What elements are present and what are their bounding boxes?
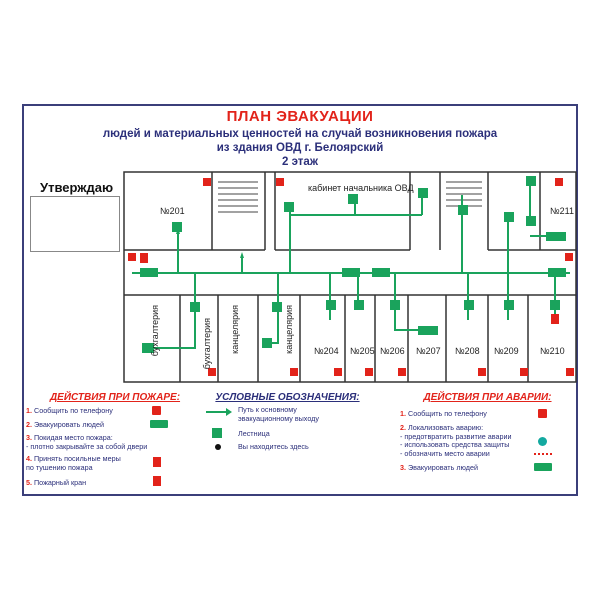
evacuation-routes <box>132 180 570 349</box>
fire-action-4: 4. Принять посильные меры по тушению пож… <box>26 454 121 472</box>
floor-label: 2 этаж <box>282 156 318 168</box>
fire-action-1: 1. Сообщить по телефону <box>26 406 113 415</box>
instructions-band <box>24 386 576 494</box>
plan-subtitle-1: людей и материальных ценностей на случай… <box>102 128 498 140</box>
hazard-mark-icon <box>534 453 552 457</box>
plan-subtitle-2: из здания ОВД г. Белоярский <box>216 142 384 154</box>
protection-icon <box>538 437 547 446</box>
accident-actions-heading: ДЕЙСТВИЯ ПРИ АВАРИИ: <box>423 392 552 403</box>
exit-sign-icon <box>150 420 168 428</box>
approve-label: Утверждаю <box>40 180 114 195</box>
room-205-label: №205 <box>350 346 375 356</box>
room-201-label: №201 <box>160 206 185 216</box>
room-206-label: №206 <box>380 346 405 356</box>
fire-action-3: 3. Покидая место пожара: - плотно закрыв… <box>26 433 148 451</box>
room-210-label: №210 <box>540 346 565 356</box>
fire-hydrant-icon <box>153 476 161 486</box>
plan-title: ПЛАН ЭВАКУАЦИИ <box>226 108 374 125</box>
legend-stairs: Лестница <box>238 429 270 438</box>
legend-route: Путь к основному эвакуационному выходу <box>238 405 319 423</box>
walls <box>123 171 577 383</box>
fire-equipment-icons <box>140 253 559 324</box>
room-buh1-label: бухгалтерия <box>150 305 160 357</box>
room-chief-label: кабинет начальника ОВД <box>308 183 414 193</box>
you-are-here-icon <box>215 444 221 450</box>
room-208-label: №208 <box>455 346 480 356</box>
room-211-label: №211 <box>550 206 575 216</box>
route-arrows <box>176 228 244 258</box>
stairs <box>218 181 482 213</box>
room-kanc1-label: канцелярия <box>230 305 240 354</box>
room-buh2-label: бухгалтерия <box>202 318 212 370</box>
fire-extinguisher-icon <box>153 457 161 467</box>
legend-heading: УСЛОВНЫЕ ОБОЗНАЧЕНИЯ: <box>215 392 360 403</box>
phone-icon <box>152 406 161 415</box>
phone-icon <box>538 409 547 418</box>
room-209-label: №209 <box>494 346 519 356</box>
stairs-icon <box>212 428 222 438</box>
accident-action-2: 2. Локализовать аварию: - предотвратить … <box>400 423 512 458</box>
fire-action-5: 5. Пожарный кран <box>26 478 87 487</box>
room-204-label: №204 <box>314 346 339 356</box>
legend-you-are-here: Вы находитесь здесь <box>238 442 309 451</box>
room-kanc2-label: канцелярия <box>284 305 294 354</box>
accident-action-3: 3. Эвакуировать людей <box>400 463 478 472</box>
exit-signs <box>140 176 566 353</box>
fire-action-2: 2. Эвакуировать людей <box>26 420 104 429</box>
approve-signature-box <box>30 196 120 252</box>
accident-action-1: 1. Сообщить по телефону <box>400 409 487 418</box>
phone-icons <box>128 178 574 376</box>
exit-sign-icon <box>534 463 552 471</box>
room-207-label: №207 <box>416 346 441 356</box>
fire-actions-heading: ДЕЙСТВИЯ ПРИ ПОЖАРЕ: <box>49 392 181 403</box>
route-arrow-icon <box>206 408 232 416</box>
